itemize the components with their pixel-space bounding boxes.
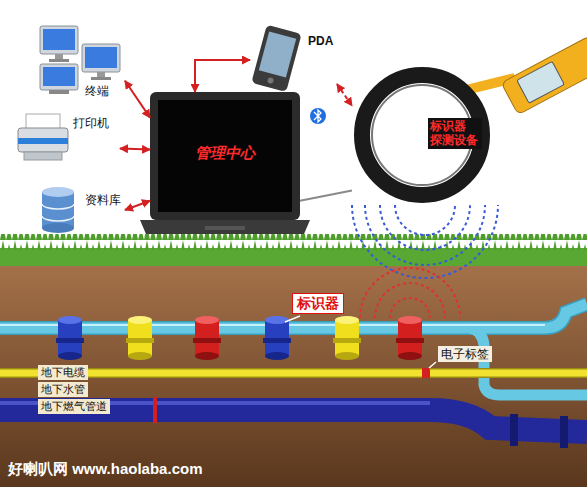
watermark: 好喇叭网 www.haolaba.com (8, 460, 202, 478)
pipe-tag-ring (153, 397, 157, 423)
detector-icon (362, 36, 587, 195)
database-icon (42, 187, 74, 233)
grass (0, 248, 587, 266)
detector-unit (501, 36, 587, 115)
marker-blue (263, 316, 291, 360)
node-label: 打印机 (73, 116, 109, 130)
terminal-node: 终端 (30, 20, 125, 101)
marker-yellow (126, 316, 154, 360)
arrow-connector (337, 84, 352, 106)
arrow-connector (125, 81, 150, 118)
monitor (40, 64, 78, 90)
terminal-icon (40, 26, 120, 94)
leader-line (429, 362, 436, 368)
printer-band (18, 138, 68, 144)
laptop-icon (140, 92, 310, 234)
pipe-label: 地下水管 (38, 382, 88, 397)
laptop-screen (158, 100, 292, 212)
arrow-connector (195, 60, 250, 92)
bluetooth-badge (310, 108, 326, 124)
node-label: 终端 (85, 84, 109, 98)
marker-blue (56, 316, 84, 360)
marker-yellow (333, 316, 361, 360)
node-label: 管理中心 (195, 144, 255, 162)
database-rings (42, 204, 74, 221)
detector-ring (362, 75, 482, 195)
database-node: 资料库 (40, 185, 125, 235)
monitor-base (49, 90, 69, 94)
pipe-label: 地下燃气管道 (38, 399, 110, 414)
marker-label: 标识器 (292, 293, 344, 314)
node-label: 资料库 (85, 193, 121, 207)
bluetooth-symbol (310, 108, 326, 124)
pda-icon (251, 25, 301, 92)
pda-body (251, 25, 301, 92)
pipe-flange (560, 416, 568, 448)
detector-housing (501, 36, 587, 115)
node-label: 标识器 探测设备 (428, 118, 482, 149)
printer-body (18, 128, 68, 152)
laptop-trackpad (205, 226, 245, 230)
pda-node: PDA (250, 20, 337, 100)
wave-arc (395, 205, 455, 235)
detector-node: 标识器 探测设备 (352, 62, 492, 208)
marker-red (396, 316, 424, 360)
printer-tray (24, 152, 62, 160)
tag-waves (360, 268, 460, 318)
wave-arc (390, 298, 430, 318)
monitor-screen (85, 47, 117, 68)
monitor-screen (43, 67, 75, 86)
pda-screen (259, 32, 296, 78)
laptop-base (140, 220, 310, 234)
laptop-lid (150, 92, 300, 220)
cable-outline (0, 368, 587, 378)
database-top (42, 187, 74, 197)
printer-node: 打印机 (15, 110, 120, 165)
leader-line (285, 316, 300, 322)
wave-arc (352, 205, 498, 278)
arrow-connector (120, 149, 150, 150)
pipe-flange (510, 414, 518, 446)
soil (0, 262, 587, 487)
monitor-base (91, 77, 111, 80)
wave-arc (380, 205, 470, 250)
management-center: 管理中心 (150, 92, 300, 220)
grass-blades (0, 234, 587, 250)
cable-connector (300, 190, 352, 200)
monitor (82, 44, 120, 72)
monitor-screen (43, 29, 75, 50)
bluetooth-rune (314, 110, 321, 122)
monitor-stand (55, 54, 63, 59)
wave-arc (360, 268, 460, 318)
tag-label: 电子标签 (438, 346, 492, 362)
detector-waves (352, 205, 498, 278)
underground-cable (0, 370, 587, 377)
pda-button (267, 77, 274, 84)
printer-icon (18, 114, 68, 160)
wave-arc (365, 205, 485, 265)
electronic-tag (422, 368, 430, 378)
node-label: PDA (308, 34, 333, 48)
pipe-label: 地下电缆 (38, 365, 88, 380)
monitor (40, 26, 78, 54)
wave-arc (375, 283, 445, 318)
detector-display (517, 61, 565, 103)
database-bottom (42, 223, 74, 233)
database-body (42, 192, 74, 228)
monitor-stand (97, 72, 105, 77)
arrow-connector (125, 201, 150, 210)
marker-red (193, 316, 221, 360)
monitor-base (49, 59, 69, 62)
